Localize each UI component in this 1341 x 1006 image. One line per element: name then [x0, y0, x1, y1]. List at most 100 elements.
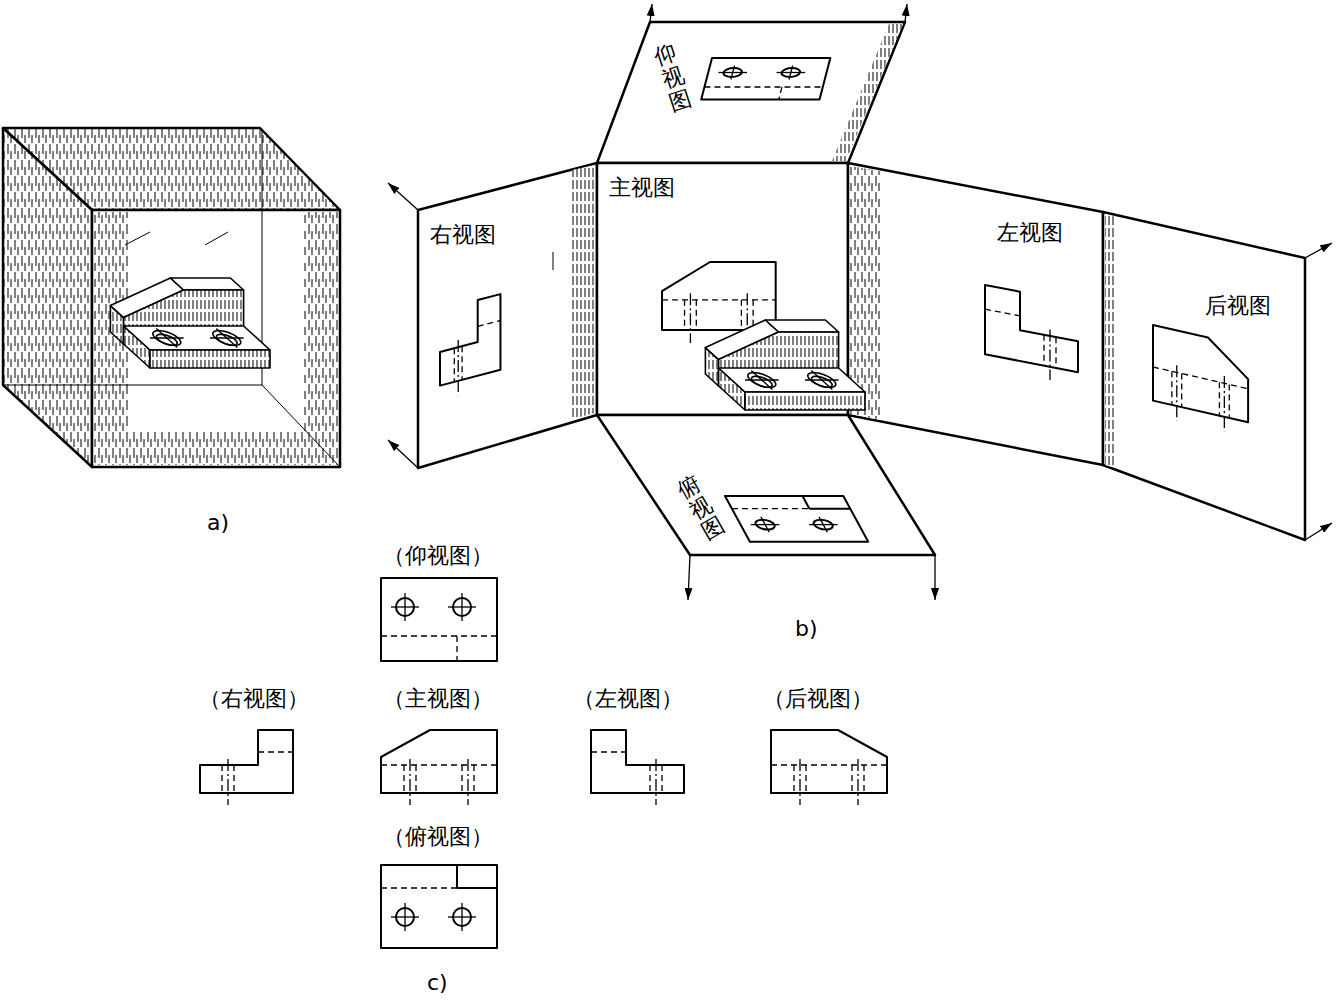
center-line [655, 759, 656, 805]
view-outline [381, 578, 497, 661]
edge-line [809, 508, 850, 510]
view-label: （仰视图） [381, 543, 495, 569]
part-face [745, 392, 865, 410]
hidden-line [478, 320, 501, 326]
projection-plane [597, 22, 905, 163]
projection-plane [418, 163, 597, 468]
center-line [690, 293, 691, 343]
projection-plane [1103, 212, 1305, 540]
figure-label: b) [793, 616, 820, 642]
view-label: （右视图） [197, 686, 311, 712]
part-3d [110, 278, 270, 368]
part-face [719, 368, 865, 392]
hidden-line [1219, 382, 1220, 416]
hole-ellipse [156, 334, 177, 345]
hidden-line [741, 300, 742, 330]
view-outline [1153, 325, 1248, 422]
unfold-arrow [905, 4, 907, 22]
edge-line [262, 385, 340, 467]
edge-line [156, 328, 177, 347]
plane-label: 后视图 [1203, 293, 1273, 319]
left-view [985, 285, 1078, 385]
hidden-line [1181, 374, 1182, 408]
hidden-line [233, 765, 234, 793]
part-3d [705, 320, 865, 410]
edge-line [751, 370, 772, 389]
hidden-line [473, 765, 474, 793]
plane-label: 仰视图 [651, 38, 696, 118]
center-line [227, 759, 228, 805]
hatch-band [832, 24, 903, 161]
back-view [771, 730, 887, 805]
center-line [458, 340, 459, 395]
view-outline [985, 285, 1078, 372]
edge-line [404, 593, 405, 621]
center-line [409, 759, 410, 805]
edge-line [553, 252, 554, 270]
hidden-line [684, 300, 685, 330]
plane-label: 俯视图 [672, 470, 729, 547]
hidden-line [1229, 384, 1230, 418]
hatch-band [1105, 214, 1116, 468]
hidden-line [1153, 367, 1248, 389]
unfold-arrow [688, 555, 690, 600]
hidden-line [696, 300, 697, 330]
part-face [170, 278, 243, 290]
part-face [124, 326, 270, 350]
hidden-line [662, 299, 776, 300]
hidden-line [704, 86, 822, 87]
hatch-band [128, 432, 304, 465]
view-outline [381, 730, 497, 793]
hidden-line [863, 765, 864, 793]
hidden-line [591, 751, 626, 752]
box-side-face [3, 128, 92, 467]
hole-ellipse [811, 376, 832, 387]
back-view [1153, 325, 1248, 437]
hidden-line [851, 765, 852, 793]
edge-line [789, 66, 793, 80]
edge-line [811, 370, 832, 389]
hidden-line [649, 765, 650, 793]
center-line [1176, 365, 1177, 420]
view-outline [662, 262, 776, 330]
edge-line [404, 903, 405, 931]
top-view [381, 865, 497, 948]
center-line [1049, 329, 1050, 380]
hidden-line [258, 751, 293, 752]
hidden-line [1055, 337, 1056, 368]
hidden-line [461, 765, 462, 793]
unfold-arrow [388, 440, 418, 468]
right-view [200, 730, 293, 805]
edge-line [461, 903, 462, 931]
hidden-line [415, 765, 416, 793]
top-view [725, 496, 868, 542]
edge-line [125, 232, 150, 245]
hidden-line [793, 765, 794, 793]
center-line [467, 759, 468, 805]
edge-line [216, 328, 237, 347]
plane-label: 主视图 [607, 175, 677, 201]
plane-label: 左视图 [995, 220, 1065, 246]
figure-label: c) [425, 970, 450, 996]
edge-line [457, 887, 497, 889]
bottom-view [701, 58, 830, 100]
part-face [765, 320, 838, 332]
view-outline [440, 294, 500, 386]
hidden-line [805, 765, 806, 793]
hidden-line [1043, 335, 1044, 366]
hole-ellipse [751, 376, 772, 387]
part-face [150, 350, 270, 368]
view-label: （俯视图） [381, 824, 495, 850]
edge-line [803, 496, 810, 509]
hidden-line [456, 636, 457, 661]
view-label: （后视图） [761, 686, 875, 712]
unfold-arrow [388, 183, 418, 210]
view-label: （主视图） [381, 686, 495, 712]
edge-line [731, 66, 735, 80]
hidden-line [381, 764, 497, 765]
hidden-line [381, 887, 457, 888]
hidden-line [779, 87, 782, 100]
hidden-line [461, 346, 462, 380]
